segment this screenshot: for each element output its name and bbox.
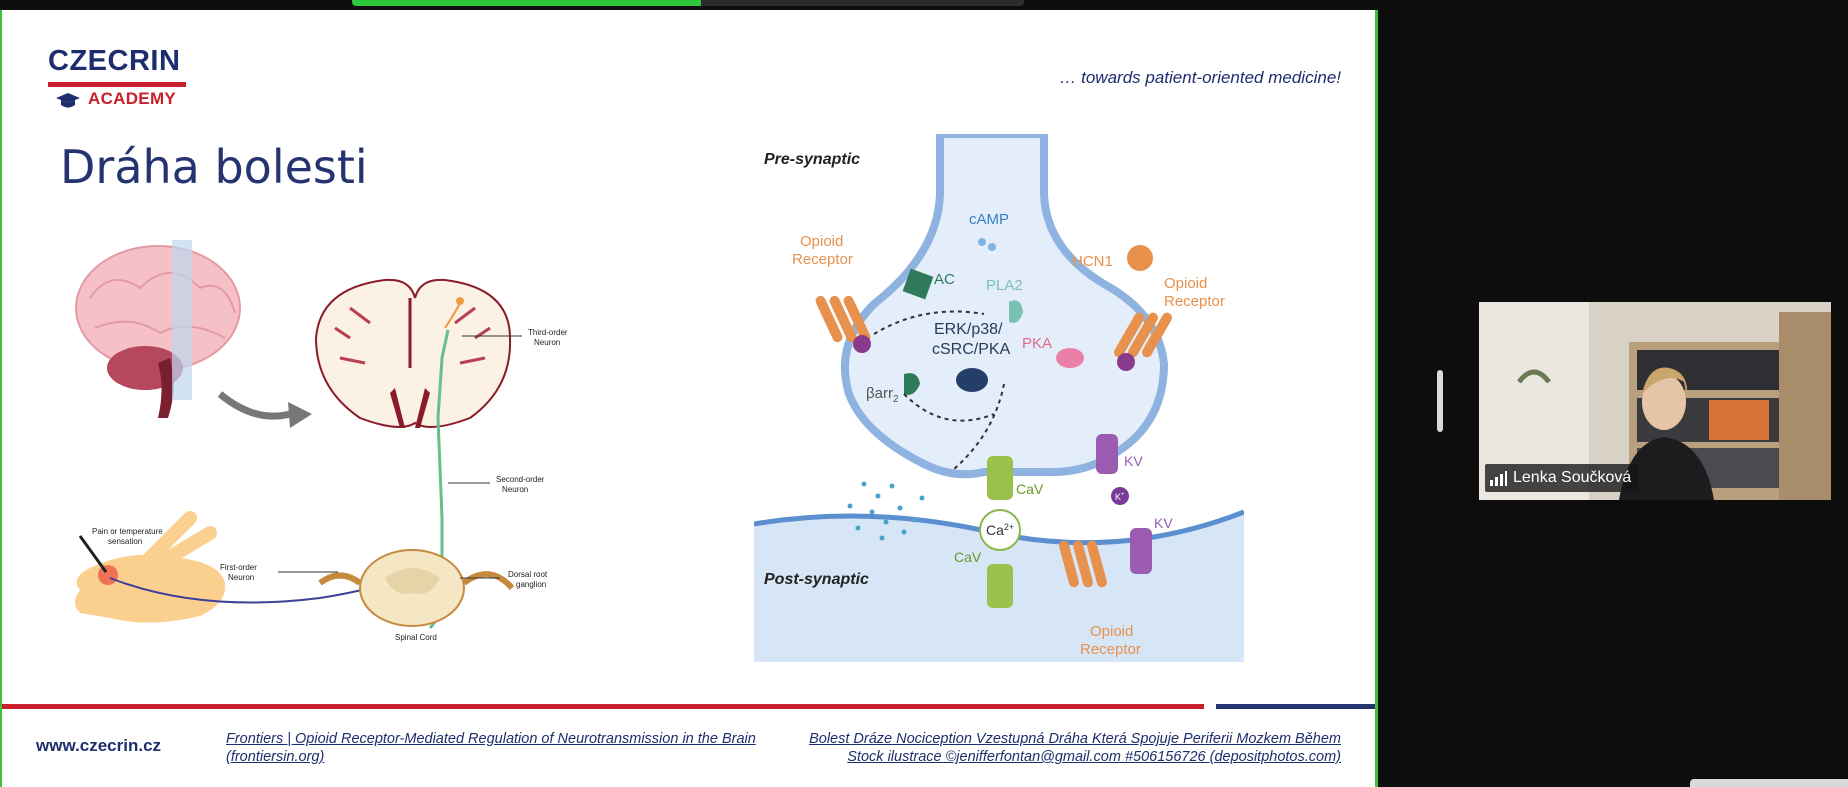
label-opioid-left-2: Receptor bbox=[792, 251, 853, 268]
label-erk-2: cSRC/PKA bbox=[932, 341, 1011, 358]
opioid-receptor-bottom bbox=[1059, 540, 1107, 588]
label-stimulus-1: Pain or temperature bbox=[92, 527, 163, 536]
opioid-receptor-left bbox=[815, 295, 871, 353]
label-cav-bottom: CaV bbox=[954, 549, 982, 565]
share-progress-bar bbox=[352, 0, 1024, 6]
label-erk-1: ERK/p38/ bbox=[934, 321, 1003, 338]
graduation-cap-icon bbox=[56, 93, 80, 108]
label-pre-synaptic: Pre-synaptic bbox=[764, 151, 860, 168]
label-dorsal-root-2: ganglion bbox=[516, 580, 546, 589]
opioid-receptor-right bbox=[1114, 312, 1172, 371]
participant-name: Lenka Součková bbox=[1513, 469, 1632, 486]
signal-strength-icon bbox=[1490, 471, 1507, 486]
participant-video-frame bbox=[1479, 302, 1831, 500]
label-second-order-2: Neuron bbox=[502, 485, 528, 494]
label-third-order-1: Third-order bbox=[528, 328, 568, 337]
logo-czecrin-text: CZECRIN bbox=[48, 45, 181, 77]
footer-website: www.czecrin.cz bbox=[36, 736, 162, 755]
logo-academy-text: ACADEMY bbox=[88, 89, 177, 108]
label-kv-bottom: KV bbox=[1154, 515, 1173, 531]
arrow-icon bbox=[217, 391, 291, 420]
label-opioid-bottom-2: Receptor bbox=[1080, 641, 1141, 658]
reference-depositphotos-line-1[interactable]: Bolest Dráze Nociception Vzestupná Dráha… bbox=[809, 731, 1341, 747]
reference-link-frontiers[interactable]: Frontiers | Opioid Receptor-Mediated Reg… bbox=[226, 730, 766, 766]
spinal-cord-section bbox=[318, 549, 515, 627]
label-camp: cAMP bbox=[969, 211, 1009, 228]
label-second-order-1: Second-order bbox=[496, 475, 545, 484]
shared-slide: CZECRIN ACADEMY … towards patient-orient… bbox=[0, 10, 1378, 787]
slide-tagline: … towards patient-oriented medicine! bbox=[1059, 68, 1341, 87]
bottom-toolbar-edge[interactable] bbox=[1690, 779, 1848, 787]
brain-cross-section bbox=[314, 278, 512, 428]
label-cav-top: CaV bbox=[1016, 481, 1044, 497]
panel-resize-handle[interactable] bbox=[1437, 370, 1443, 432]
label-ac: AC bbox=[934, 271, 955, 288]
label-first-order-2: Neuron bbox=[228, 573, 254, 582]
label-dorsal-root-1: Dorsal root bbox=[508, 570, 548, 579]
label-opioid-bottom-1: Opioid bbox=[1090, 623, 1133, 640]
label-post-synaptic: Post-synaptic bbox=[764, 571, 869, 588]
participant-video-tile[interactable]: Lenka Součková bbox=[1479, 302, 1831, 500]
reference-frontiers-line-1[interactable]: Frontiers | Opioid Receptor-Mediated Reg… bbox=[226, 731, 756, 747]
synapse-opioid-receptor-diagram: Pre-synaptic Post-synaptic cAMP HCN1 AC … bbox=[754, 134, 1244, 662]
share-progress-fill bbox=[352, 0, 702, 6]
footer-red-line bbox=[2, 704, 1204, 709]
label-first-order-1: First-order bbox=[220, 563, 257, 572]
label-opioid-right-2: Receptor bbox=[1164, 293, 1225, 310]
label-hcn1: HCN1 bbox=[1072, 253, 1113, 270]
brain-side-view bbox=[75, 240, 241, 418]
top-bar bbox=[0, 0, 1380, 12]
label-opioid-left-1: Opioid bbox=[800, 233, 843, 250]
czecrin-academy-logo: CZECRIN ACADEMY bbox=[48, 46, 198, 116]
label-opioid-right-1: Opioid bbox=[1164, 275, 1207, 292]
pain-pathway-illustration: Third-order Neuron Second-order Neuron P… bbox=[50, 218, 570, 680]
reference-link-depositphotos[interactable]: Bolest Dráze Nociception Vzestupná Dráha… bbox=[741, 730, 1341, 766]
logo-red-line bbox=[48, 82, 186, 87]
label-barr: βarr2 bbox=[866, 385, 899, 405]
label-third-order-2: Neuron bbox=[534, 338, 560, 347]
participant-name-tag: Lenka Součková bbox=[1485, 464, 1640, 492]
ion-icon bbox=[1127, 245, 1153, 271]
reference-depositphotos-line-2[interactable]: Stock ilustrace ©jenifferfontan@gmail.co… bbox=[847, 749, 1341, 765]
label-calcium: Ca2+ bbox=[986, 522, 1014, 538]
neurotransmitter-dots bbox=[847, 481, 925, 541]
slide-title: Dráha bolesti bbox=[60, 140, 368, 194]
label-kv-top: KV bbox=[1124, 453, 1143, 469]
label-potassium: K+ bbox=[1115, 492, 1125, 502]
label-pka: PKA bbox=[1022, 335, 1052, 352]
label-spinal-cord: Spinal Cord bbox=[395, 633, 437, 642]
label-stimulus-2: sensation bbox=[108, 537, 142, 546]
footer-blue-line bbox=[1216, 704, 1375, 709]
reference-frontiers-line-2[interactable]: (frontiersin.org) bbox=[226, 749, 325, 765]
label-pla2: PLA2 bbox=[986, 277, 1023, 294]
